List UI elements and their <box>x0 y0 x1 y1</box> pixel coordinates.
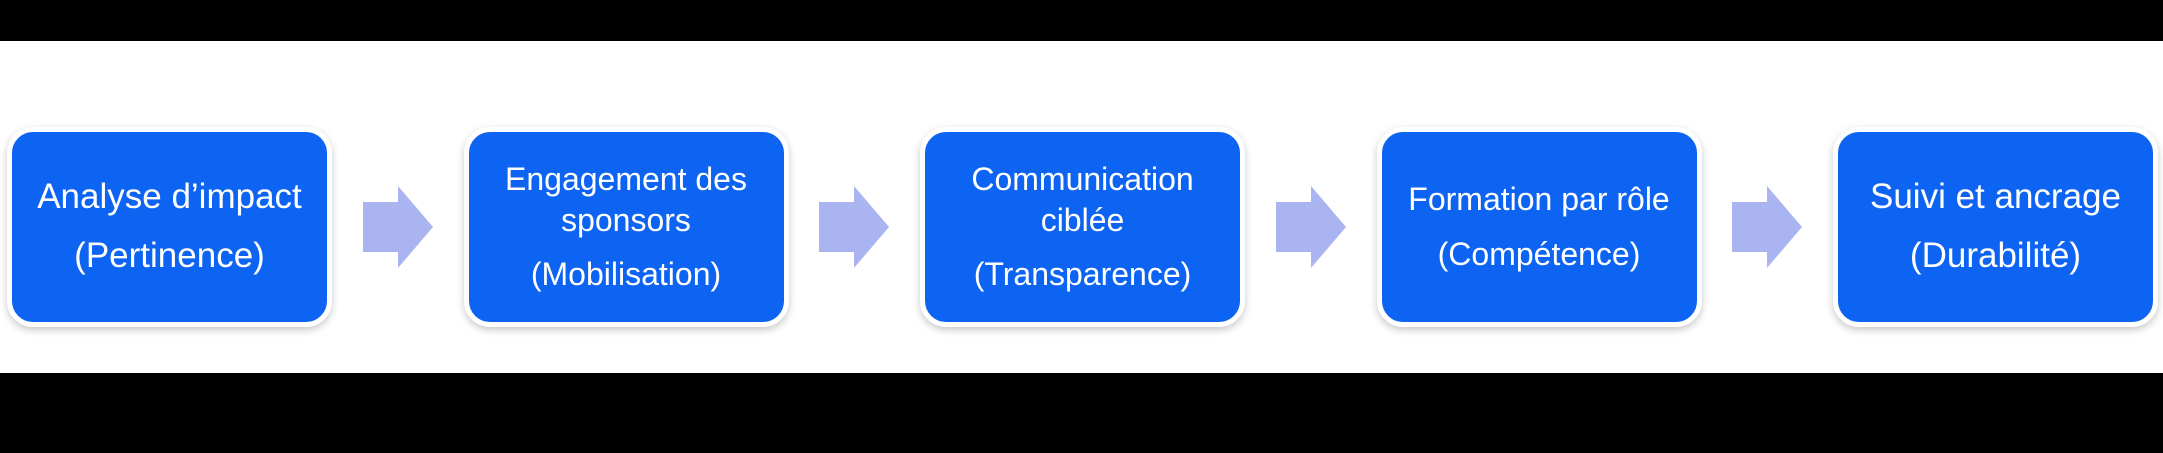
step-title: Formation par rôle <box>1408 181 1670 218</box>
right-block-arrow-icon <box>362 186 433 268</box>
flow-step-suivi-ancrage: Suivi et ancrage (Durabilité) <box>1833 127 2158 327</box>
letterbox-bar-top <box>0 0 2163 41</box>
step-subtitle: (Transparence) <box>973 256 1192 293</box>
flow-step-analyse-impact: Analyse d’impact (Pertinence) <box>7 127 332 327</box>
right-block-arrow-icon <box>1275 186 1346 268</box>
flow-step-formation-par-role: Formation par rôle (Compétence) <box>1376 127 1702 327</box>
letterbox-bar-bottom <box>0 373 2163 453</box>
step-title: Engagement des sponsors <box>505 160 747 238</box>
process-flow-row: Analyse d’impact (Pertinence) Engagement… <box>7 127 2158 327</box>
step-title: Analyse d’impact <box>37 177 302 217</box>
step-title: Communication ciblée <box>971 160 1194 238</box>
step-subtitle: (Durabilité) <box>1909 236 2082 275</box>
step-subtitle: (Mobilisation) <box>530 256 722 293</box>
right-block-arrow-icon <box>1732 186 1803 268</box>
step-subtitle: (Pertinence) <box>74 236 265 275</box>
flow-step-engagement-sponsors: Engagement des sponsors (Mobilisation) <box>463 127 789 327</box>
process-flow: Analyse d’impact (Pertinence) Engagement… <box>0 41 2163 373</box>
flow-step-communication-ciblee: Communication ciblée (Transparence) <box>920 127 1245 327</box>
step-title: Suivi et ancrage <box>1870 177 2121 217</box>
right-block-arrow-icon <box>819 186 890 268</box>
step-subtitle: (Compétence) <box>1437 236 1641 272</box>
